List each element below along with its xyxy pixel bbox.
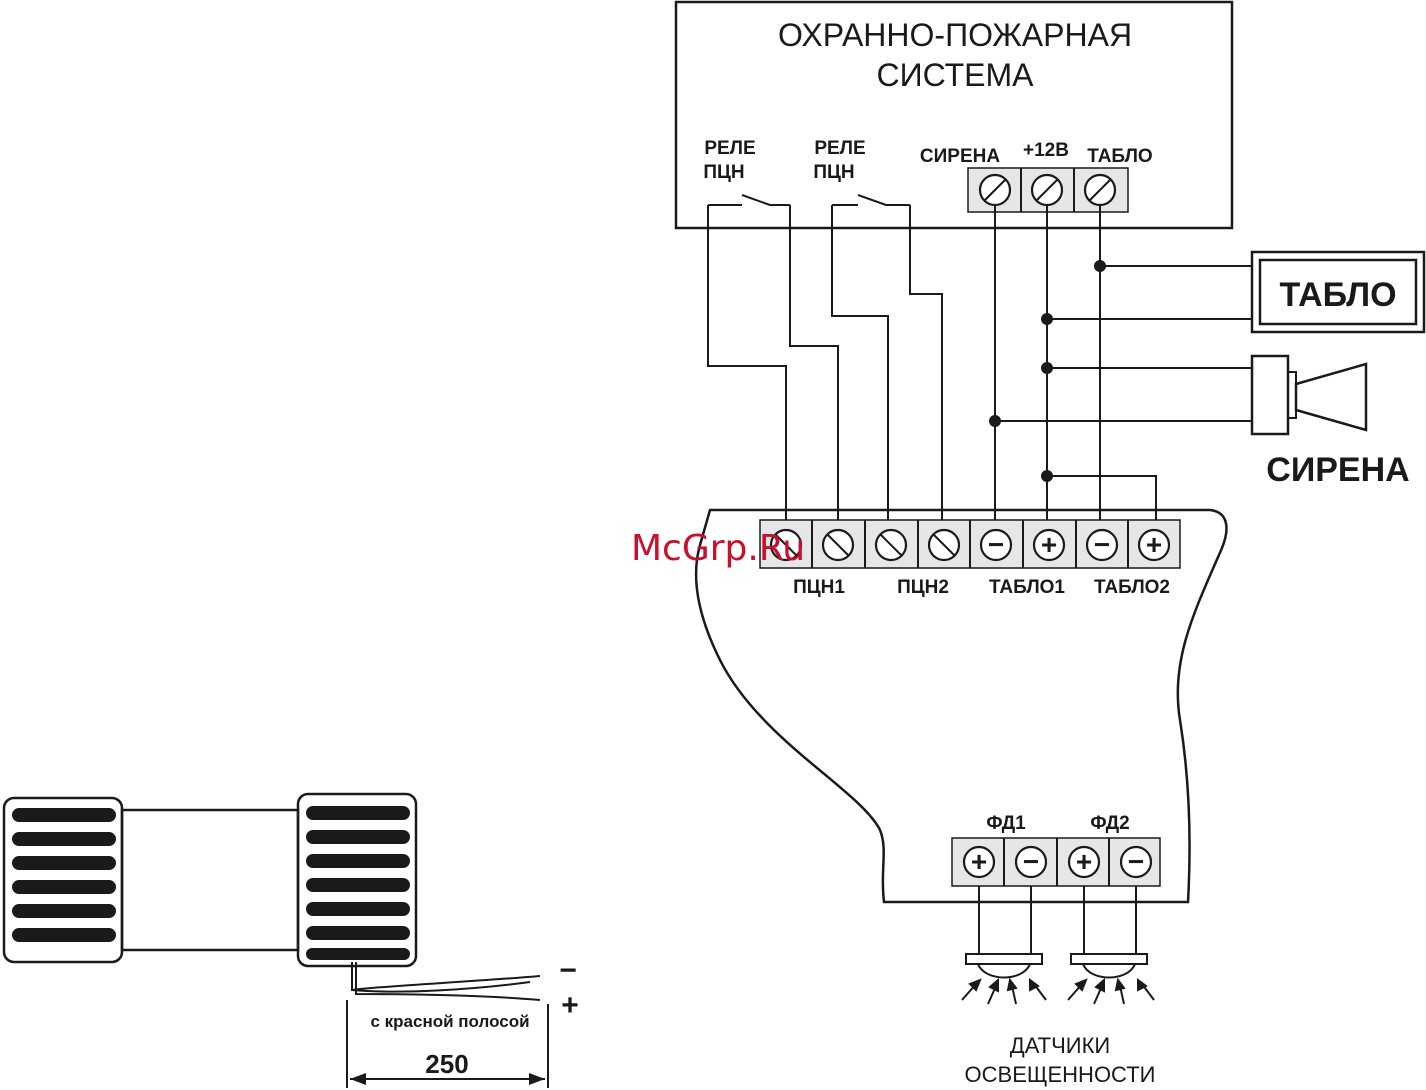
sensor-cable [352,962,540,1000]
cable-stripe-note: с красной полосой [370,1012,529,1031]
minus-symbol: − [988,529,1004,560]
plus-symbol: + [1146,529,1162,560]
siren-device: СИРЕНА [1252,356,1410,489]
relay2-label-line2: ПЦН [813,162,854,183]
cable-plus-label: + [561,989,579,1022]
board-terminal-tablo1-plus: + [1034,529,1064,560]
tablo-device: ТАБЛО [1252,252,1424,332]
board-label-pcn2: ПЦН2 [897,577,949,598]
relay1-contact [708,195,790,205]
relay1-label-line1: РЕЛЕ [704,138,755,159]
minus-symbol: − [1128,846,1144,877]
cable-minus-label: − [559,954,577,987]
watermark: McGrp.Ru [631,528,805,569]
system-terminal-12v-label: +12В [1023,140,1069,161]
minus-symbol: − [1023,846,1039,877]
screw-siren [980,175,1010,205]
relay1-label-line2: ПЦН [703,162,744,183]
relay2-label-line1: РЕЛЕ [814,138,865,159]
board-label-pcn1: ПЦН1 [793,577,845,598]
board-label-fd2: ФД2 [1090,813,1129,834]
siren-device-label: СИРЕНА [1266,451,1409,489]
light-sensor-1 [966,954,1042,978]
board-screw-pcn1-b [823,530,853,560]
system-title-line2: СИСТЕМА [876,57,1034,93]
system-terminal-siren-label: СИРЕНА [920,146,1000,167]
board-label-tablo2: ТАБЛО2 [1094,577,1170,598]
plus-symbol: + [1076,846,1092,877]
board-terminal-tablo1-minus: − [981,529,1011,560]
sensors-label-line1: ДАТЧИКИ [1010,1033,1110,1058]
board-terminal-tablo2-plus: + [1139,529,1169,560]
sensors-label-line2: ОСВЕЩЕННОСТИ [965,1062,1156,1087]
tablo-device-label: ТАБЛО [1279,276,1396,314]
dimension-length-label: 250 [425,1049,468,1079]
light-sensor-2 [1071,954,1147,978]
system-title-line1: ОХРАННО-ПОЖАРНАЯ [778,17,1132,53]
plus-symbol: + [971,846,987,877]
screw-tablo [1085,175,1115,205]
board-label-tablo1: ТАБЛО1 [989,577,1065,598]
fd1-plus-terminal: + [964,846,994,877]
board-terminal-block: − + − + [760,520,1180,568]
wiring [708,205,1252,528]
sensor-terminal-block: + − + − [952,838,1160,886]
fd2-minus-terminal: − [1121,846,1151,877]
board-screw-pcn2-a [876,530,906,560]
fd2-plus-terminal: + [1069,846,1099,877]
left-nut-grooves [12,808,116,942]
right-nut-grooves [306,806,410,960]
board-terminal-tablo2-minus: − [1087,529,1117,560]
system-terminal-tablo-label: ТАБЛО [1087,146,1152,167]
board-label-fd1: ФД1 [986,813,1026,834]
fd1-minus-terminal: − [1016,846,1046,877]
sensor-wiring [979,886,1136,954]
minus-symbol: − [1094,529,1110,560]
sensor-body-drawing [4,794,416,966]
screw-12v [1032,175,1062,205]
board-screw-pcn2-b [929,530,959,560]
light-arrows [962,980,1154,1004]
plus-symbol: + [1041,529,1057,560]
relay2-contact [832,195,910,205]
